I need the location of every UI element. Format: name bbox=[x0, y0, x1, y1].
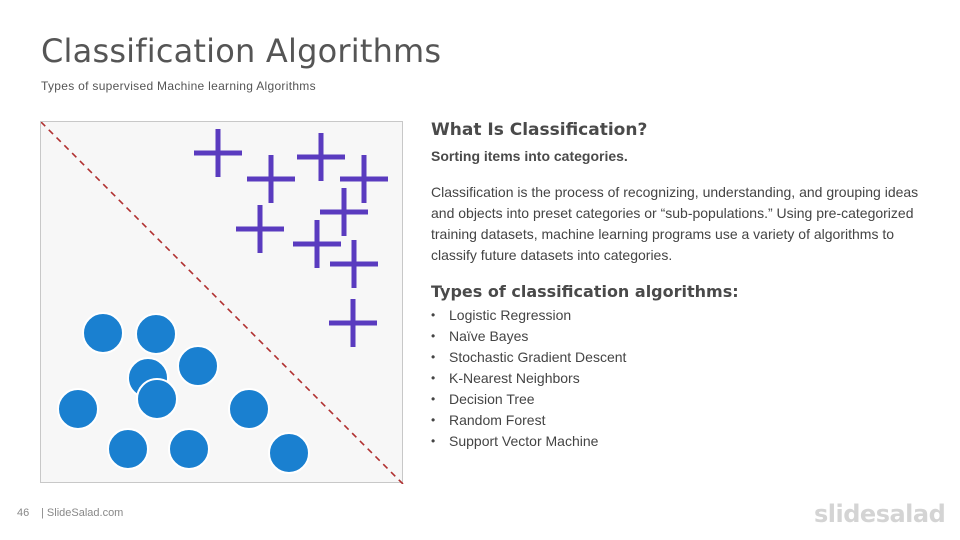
plus-marker bbox=[329, 299, 377, 347]
list-item-label: Naïve Bayes bbox=[449, 328, 529, 344]
circle-marker bbox=[268, 432, 310, 474]
plus-marker bbox=[340, 155, 388, 203]
circle-marker bbox=[168, 428, 210, 470]
page-subtitle: Types of supervised Machine learning Alg… bbox=[41, 79, 316, 93]
footer-site-link[interactable]: | SlideSalad.com bbox=[41, 507, 124, 519]
lead-text: Sorting items into categories. bbox=[431, 148, 628, 164]
plus-marker bbox=[320, 188, 368, 236]
plus-marker bbox=[194, 129, 242, 177]
list-item: • Random Forest bbox=[431, 410, 931, 431]
classification-diagram bbox=[40, 121, 404, 484]
plus-marker bbox=[297, 133, 345, 181]
circle-marker bbox=[135, 313, 177, 355]
description-panel: What Is Classification? Sorting items in… bbox=[431, 120, 931, 452]
list-item: • K-Nearest Neighbors bbox=[431, 368, 931, 389]
description-paragraph: Classification is the process of recogni… bbox=[431, 184, 919, 263]
bullet-icon: • bbox=[431, 308, 436, 322]
bullet-icon: • bbox=[431, 434, 436, 448]
plus-marker bbox=[330, 240, 378, 288]
circle-marker bbox=[228, 388, 270, 430]
bullet-icon: • bbox=[431, 371, 436, 385]
circle-marker bbox=[107, 428, 149, 470]
types-heading: Types of classification algorithms: bbox=[431, 282, 739, 301]
section-heading: What Is Classification? bbox=[431, 120, 648, 140]
circle-marker bbox=[82, 312, 124, 354]
list-item-label: Stochastic Gradient Descent bbox=[449, 349, 627, 365]
list-item: • Decision Tree bbox=[431, 389, 931, 410]
bullet-icon: • bbox=[431, 350, 436, 364]
circle-marker bbox=[57, 388, 99, 430]
list-item-label: Random Forest bbox=[449, 412, 546, 428]
circle-marker bbox=[136, 378, 178, 420]
decision-boundary-line bbox=[41, 122, 404, 484]
plus-marker bbox=[247, 155, 295, 203]
list-item-label: Logistic Regression bbox=[449, 307, 572, 323]
list-item: • Support Vector Machine bbox=[431, 431, 931, 452]
circle-marker bbox=[177, 345, 219, 387]
bullet-icon: • bbox=[431, 392, 436, 406]
page-number: 46 bbox=[17, 507, 30, 519]
list-item-label: K-Nearest Neighbors bbox=[449, 370, 580, 386]
types-list: • Logistic Regression • Naïve Bayes • Stoch… bbox=[431, 305, 931, 452]
list-item: • Stochastic Gradient Descent bbox=[431, 347, 931, 368]
list-item: • Logistic Regression bbox=[431, 305, 931, 326]
plus-marker bbox=[236, 205, 284, 253]
slidesalad-logo: slidesalad bbox=[814, 500, 946, 528]
list-item-label: Support Vector Machine bbox=[449, 433, 599, 449]
bullet-icon: • bbox=[431, 329, 436, 343]
list-item-label: Decision Tree bbox=[449, 391, 535, 407]
plus-marker bbox=[293, 220, 341, 268]
list-item: • Naïve Bayes bbox=[431, 326, 931, 347]
page-title: Classification Algorithms bbox=[41, 32, 442, 70]
bullet-icon: • bbox=[431, 413, 436, 427]
diagram-canvas bbox=[41, 122, 404, 484]
